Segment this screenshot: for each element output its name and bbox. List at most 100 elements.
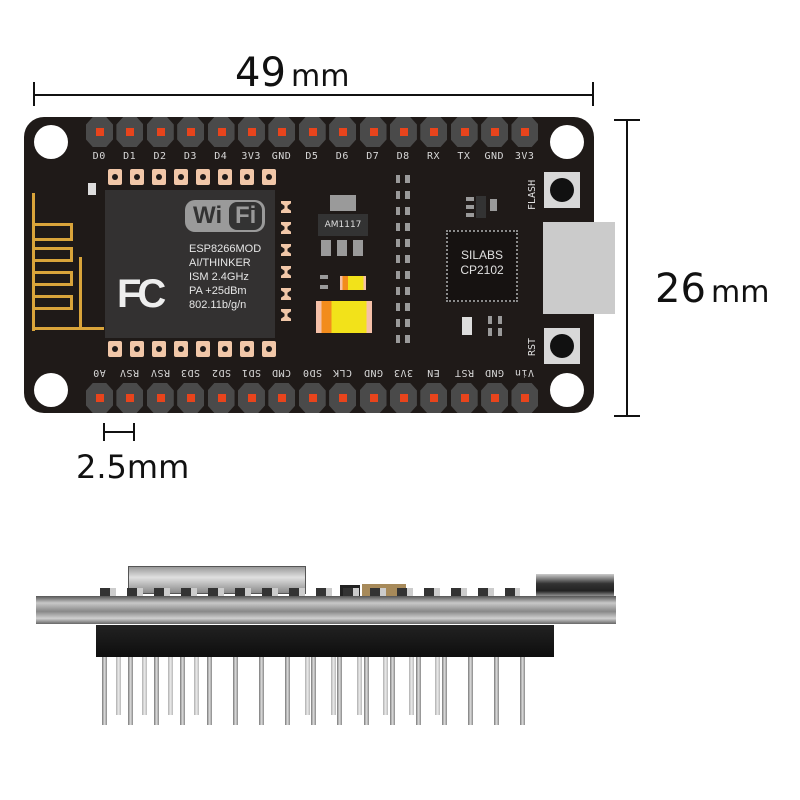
transistor-body: [476, 196, 486, 218]
pin-d3: [175, 117, 205, 147]
chip-label: SILABS CP2102: [460, 248, 504, 277]
pitch-dimension-line: [104, 431, 134, 433]
pin-d0: [84, 117, 114, 147]
smd-part: [498, 328, 502, 336]
pin-label: D8: [396, 151, 410, 162]
bottom-pin-header: [84, 383, 540, 413]
width-dimension-label: 49 mm: [235, 50, 349, 96]
pin-sd0: [297, 383, 327, 413]
pin-label: SD2: [210, 367, 231, 378]
flash-button[interactable]: [544, 172, 580, 208]
pin-d4: [206, 117, 236, 147]
top-pin-labels: D0 D1 D2 D3 D4 3V3 GND D5 D6 D7 D8 RX TX…: [84, 151, 540, 162]
width-unit: mm: [291, 59, 350, 94]
pin-label: 3V3: [393, 367, 413, 378]
pin-clk: [327, 383, 357, 413]
transistor-icon: [466, 213, 474, 217]
height-dimension-tick-bottom: [614, 415, 640, 417]
pin-label: D0: [92, 151, 106, 162]
pin-label: 3V3: [514, 151, 535, 162]
resistor-array: [396, 175, 410, 345]
pin-label: GND: [271, 151, 292, 162]
pin-label: TX: [457, 151, 471, 162]
mounting-hole-top-right: [550, 125, 584, 159]
pin-label: D2: [153, 151, 167, 162]
pin-gnd-2: [479, 117, 509, 147]
pin-a0: [84, 383, 114, 413]
pin-vin: [509, 383, 539, 413]
height-dimension-line: [626, 120, 628, 416]
transistor-icon: [466, 205, 474, 209]
height-value: 26: [655, 266, 706, 312]
pin-label: CMD: [271, 367, 292, 378]
side-button: [536, 574, 614, 598]
pin-d8: [388, 117, 418, 147]
transistor-icon: [466, 197, 474, 201]
smd-resistor: [320, 275, 328, 279]
pin-gnd-4: [479, 383, 509, 413]
mounting-hole-top-left: [34, 125, 68, 159]
pin-cmd: [266, 383, 296, 413]
pin-label: EN: [426, 367, 441, 378]
smd-resistor: [320, 285, 328, 289]
pin-label: D7: [366, 151, 380, 162]
pin-d7: [358, 117, 388, 147]
pin-3v3-3: [388, 383, 418, 413]
pin-tx: [449, 117, 479, 147]
smd-part: [488, 316, 492, 324]
pitch-dimension-label: 2.5mm: [76, 448, 190, 486]
led-icon: [88, 183, 96, 195]
side-small-parts: [100, 588, 520, 598]
micro-usb-port[interactable]: [543, 222, 615, 314]
width-dimension-tick-left: [33, 82, 35, 106]
pin-d6: [327, 117, 357, 147]
pin-gnd-3: [358, 383, 388, 413]
pin-label: A0: [92, 367, 106, 378]
height-unit: mm: [711, 275, 770, 310]
pin-sd2: [206, 383, 236, 413]
pin-label: D5: [305, 151, 319, 162]
pin-sd3: [175, 383, 205, 413]
smd-part: [488, 328, 492, 336]
height-dimension-label: 26 mm: [655, 266, 769, 312]
pin-label: RST: [454, 367, 474, 378]
pin-3v3-2: [509, 117, 539, 147]
width-dimension-line: [34, 94, 594, 96]
pin-sd1: [236, 383, 266, 413]
top-pin-header: [84, 117, 540, 147]
pin-label: D4: [214, 151, 228, 162]
pin-d5: [297, 117, 327, 147]
smd-part: [498, 316, 502, 324]
pin-label: D1: [123, 151, 137, 162]
pin-d1: [114, 117, 144, 147]
pin-label: RSV: [119, 367, 140, 378]
esp8266-module: Wi Fi FC ESP8266MOD AI/THINKER ISM 2.4GH…: [105, 190, 275, 338]
pin-label: SD3: [180, 367, 201, 378]
usb-uart-chip: SILABS CP2102: [446, 230, 518, 302]
pin-label: GND: [484, 151, 505, 162]
smd-part: [490, 199, 497, 211]
flash-button-label: FLASH: [527, 179, 538, 210]
pitch-tick-right: [133, 423, 135, 441]
height-dimension-tick-top: [614, 119, 640, 121]
pin-label: CLK: [332, 367, 353, 378]
pcb-edge: [36, 596, 616, 624]
pin-rsv-2: [145, 383, 175, 413]
pin-label: RX: [426, 151, 441, 162]
tantalum-capacitor-icon: [316, 301, 372, 333]
pin-label: Vin: [514, 367, 535, 378]
mounting-hole-bottom-right: [550, 373, 584, 407]
reset-button[interactable]: [544, 328, 580, 364]
reset-button-label: RST: [527, 337, 538, 356]
wifi-logo-icon: Wi Fi: [185, 200, 265, 232]
pin-rsv: [114, 383, 144, 413]
pin-rx: [418, 117, 448, 147]
pin-label: GND: [362, 367, 383, 378]
bottom-pin-labels: A0 RSV RSV SD3 SD2 SD1 CMD SD0 CLK GND 3…: [84, 367, 540, 378]
fcc-logo-icon: FC: [117, 272, 166, 316]
small-capacitor-icon: [340, 276, 366, 290]
pin-label: GND: [484, 367, 505, 378]
pin-gnd: [266, 117, 296, 147]
pin-header-plastic: [96, 625, 554, 657]
module-spec-text: ESP8266MOD AI/THINKER ISM 2.4GHz PA +25d…: [189, 243, 262, 311]
